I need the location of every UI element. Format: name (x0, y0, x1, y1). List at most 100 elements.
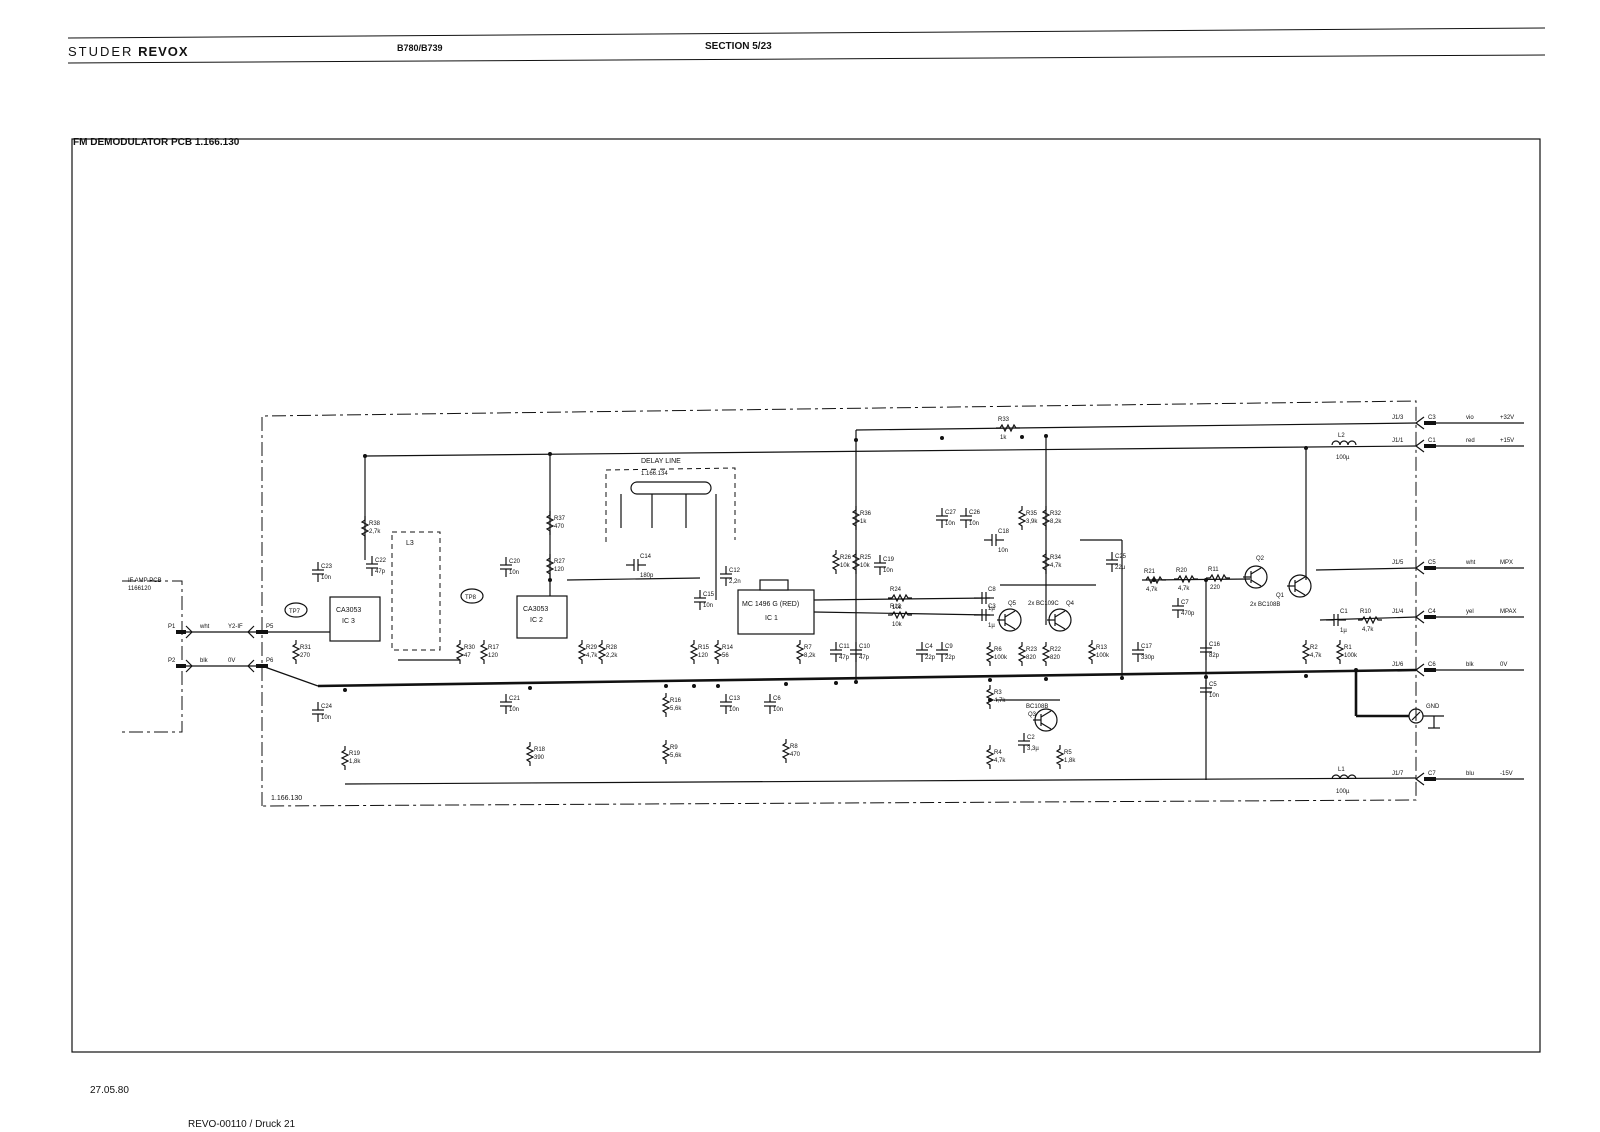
capacitor-value: 1µ (988, 606, 995, 612)
resistor-ref: R34 (1050, 555, 1062, 561)
connector-signal: +32V (1500, 415, 1514, 421)
resistor-ref: R17 (488, 645, 500, 651)
connector-pad: C5 (1428, 560, 1436, 566)
ic1-box (737, 589, 815, 635)
q1q2-type-label: 2x BC108B (1250, 602, 1280, 608)
capacitor-value: 3,3µ (1027, 746, 1039, 752)
capacitor-ref: C27 (945, 510, 957, 516)
ic2-box (516, 595, 568, 639)
resistor-ref: R18 (534, 747, 546, 753)
capacitor-value: 10n (773, 707, 783, 713)
capacitor-ref: C24 (321, 704, 333, 710)
resistor-ref: R12 (890, 604, 902, 610)
resistor-value: 4,7k (1050, 563, 1062, 569)
connector-signal: MPAX (1500, 609, 1517, 615)
resistor-value: 5,6k (670, 706, 682, 712)
resistor-ref: R6 (994, 647, 1002, 653)
gnd-label: GND (1426, 704, 1440, 710)
q4-label: Q4 (1066, 601, 1075, 607)
capacitor-value: 10n (703, 603, 713, 609)
capacitor-ref: C25 (1115, 554, 1127, 560)
resistor-value: 100k (1344, 653, 1358, 659)
ic2: CA3053 IC 2 (516, 595, 568, 639)
capacitor-value: 1µ (1340, 628, 1347, 634)
connector-pad: C3 (1428, 415, 1436, 421)
resistor-ref: R22 (1050, 647, 1062, 653)
connector-pad: C1 (1428, 438, 1436, 444)
input-pad: P6 (266, 658, 274, 664)
resistor-ref: R2 (1310, 645, 1318, 651)
resistor-value: 1,8k (1064, 758, 1076, 764)
l3-shield (391, 531, 441, 651)
capacitor-value: 22µ (1115, 565, 1126, 571)
capacitor-value: 10n (998, 548, 1008, 554)
capacitor-c2: C23,3µ (1018, 733, 1039, 753)
capacitor-value: 10n (321, 715, 331, 721)
ic1-ref: IC 1 (765, 615, 778, 622)
resistor-value: 2,2k (606, 653, 618, 659)
resistor-ref: R35 (1026, 511, 1038, 517)
capacitor-ref: C10 (859, 644, 871, 650)
resistor-ref: R13 (1096, 645, 1108, 651)
resistor-ref: R25 (860, 555, 872, 561)
section-number: SECTION 5/23 (705, 41, 772, 52)
capacitor-ref: C23 (321, 564, 333, 570)
connector-signal: -15V (1500, 771, 1513, 777)
resistor-ref: R38 (369, 521, 381, 527)
capacitor-ref: C9 (945, 644, 953, 650)
capacitor-ref: C13 (729, 696, 741, 702)
resistor-value: 120 (488, 653, 499, 659)
resistor-value: 4,7k (1310, 653, 1322, 659)
capacitor-value: 22p (925, 655, 936, 661)
capacitor-ref: C20 (509, 559, 521, 565)
connector-color: blu (1466, 771, 1474, 777)
capacitor-value: 1µ (988, 623, 995, 629)
delay-line-ref: 1.166.134 (641, 471, 668, 477)
resistor-value: 10k (840, 563, 851, 569)
capacitor-value: 10n (945, 521, 955, 527)
resistor-ref: R10 (1360, 609, 1372, 615)
resistor-r3: R34,7k (985, 685, 1006, 709)
q5-label: Q5 (1008, 601, 1017, 607)
ic3: CA3053 IC 3 (329, 596, 381, 642)
q3-label: Q3 (1028, 712, 1037, 718)
resistor-value: 1k (860, 519, 867, 525)
capacitor-value: 10n (729, 707, 739, 713)
capacitor-c13: C13 10n (720, 694, 741, 714)
resistor-ref: R37 (554, 516, 566, 522)
connector-color: yel (1466, 609, 1474, 615)
transistor-q1 (1287, 574, 1312, 598)
resistor-value: 470 (790, 752, 801, 758)
capacitor-ref: C3 (988, 604, 996, 610)
if-amp-label: IF AMP PCB (128, 578, 162, 584)
board-ref-label: 1.166.130 (271, 795, 302, 802)
capacitor-ref: C17 (1141, 644, 1153, 650)
ic2-ref: IC 2 (530, 617, 543, 624)
rails (317, 422, 1417, 785)
connector-color: blk (1466, 662, 1475, 668)
